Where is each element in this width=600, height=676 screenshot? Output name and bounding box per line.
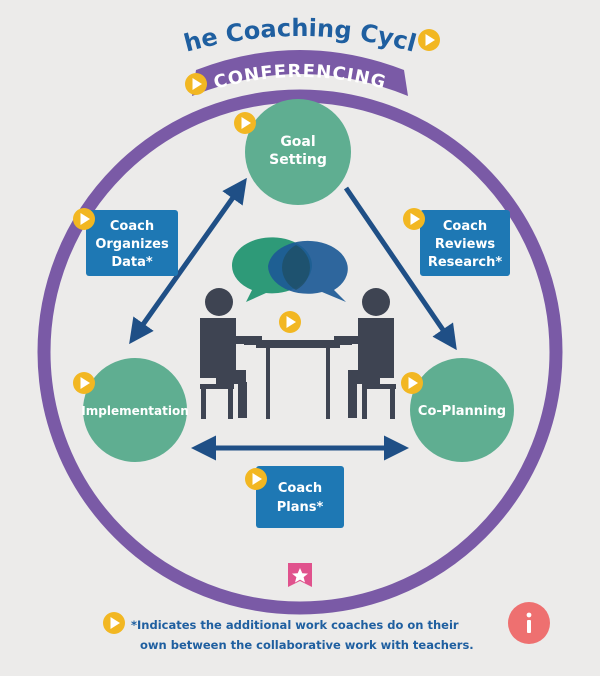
- implementation-play-button[interactable]: [73, 372, 95, 394]
- svg-text:Coach: Coach: [110, 219, 154, 234]
- footnote-line-2: own between the collaborative work with …: [140, 638, 474, 652]
- svg-text:Organizes: Organizes: [95, 237, 169, 252]
- svg-text:Coach: Coach: [443, 219, 487, 234]
- conferencing-label-background: [192, 50, 408, 96]
- node-implementation: Implementation: [81, 358, 189, 462]
- coach-plans-play-button[interactable]: [245, 468, 267, 490]
- person-left: [200, 288, 262, 419]
- node-co-planning: Co-Planning: [410, 358, 514, 462]
- conferencing-play-button[interactable]: [185, 73, 207, 95]
- node-goal-setting: Goal Setting: [245, 99, 351, 205]
- svg-text:Goal: Goal: [280, 134, 315, 150]
- arrow-goal-coplanning: [343, 186, 457, 351]
- svg-text:Setting: Setting: [269, 152, 327, 168]
- arrow-implementation-goal: [129, 177, 247, 345]
- svg-text:Reviews: Reviews: [435, 237, 496, 252]
- svg-text:Implementation: Implementation: [81, 404, 188, 418]
- footnote-line-1: *Indicates the additional work coaches d…: [131, 618, 459, 632]
- person-right: [334, 288, 396, 419]
- svg-text:Coach: Coach: [278, 481, 322, 496]
- svg-text:Plans*: Plans*: [277, 500, 324, 515]
- co-planning-play-button[interactable]: [401, 372, 423, 394]
- organizes-data-play-button[interactable]: [73, 208, 95, 230]
- bookmark-button[interactable]: [288, 563, 312, 587]
- box-coach-plans: Coach Plans*: [256, 466, 344, 528]
- svg-text:Data*: Data*: [111, 255, 153, 270]
- svg-text:Co-Planning: Co-Planning: [418, 404, 506, 419]
- footnote-play-button[interactable]: [103, 612, 125, 634]
- speech-bubbles-illustration: [231, 237, 348, 302]
- center-play-button[interactable]: [279, 311, 301, 333]
- title-play-button[interactable]: [418, 29, 440, 51]
- table: [244, 340, 352, 345]
- goal-setting-play-button[interactable]: [234, 112, 256, 134]
- info-button[interactable]: [508, 602, 550, 644]
- box-coach-organizes-data: Coach Organizes Data*: [86, 210, 178, 276]
- reviews-research-play-button[interactable]: [403, 208, 425, 230]
- info-icon: [526, 612, 532, 633]
- box-coach-reviews-research: Coach Reviews Research*: [420, 210, 510, 276]
- conferencing-ring: [37, 89, 563, 615]
- svg-text:Research*: Research*: [428, 255, 503, 270]
- meeting-illustration: [200, 288, 396, 419]
